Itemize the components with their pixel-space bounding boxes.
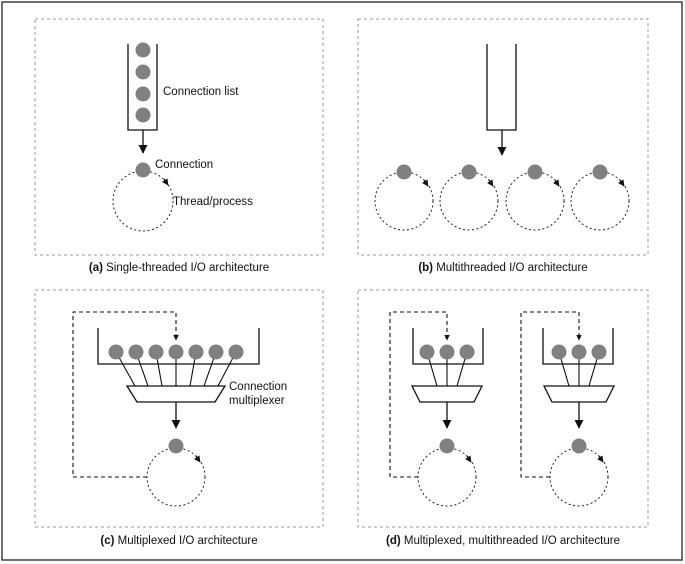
connection-ball xyxy=(135,107,151,123)
connection-ball xyxy=(168,344,184,360)
multiplexer-label-line1: Connection xyxy=(229,381,287,393)
active-connection-ball xyxy=(439,438,455,454)
connection-ball xyxy=(461,164,477,180)
feedback-path xyxy=(389,311,450,478)
connection-list-container xyxy=(412,328,484,365)
active-connection-ball xyxy=(168,438,184,454)
caption-d-text: Multiplexed, multithreaded I/O architect… xyxy=(401,535,620,547)
thread-loop-arrow xyxy=(194,455,201,463)
thread-loop-arrow xyxy=(162,178,169,186)
connection-ball xyxy=(128,344,144,360)
caption-a-text: Single-threaded I/O architecture xyxy=(103,262,269,274)
connection-ball xyxy=(571,344,587,360)
caption-d: (d) Multiplexed, multithreaded I/O archi… xyxy=(386,535,620,547)
connection-ball xyxy=(419,344,435,360)
panel-d: (d) Multiplexed, multithreaded I/O archi… xyxy=(357,289,649,547)
caption-b: (b) Multithreaded I/O architecture xyxy=(418,262,587,274)
connection-ball xyxy=(208,344,224,360)
connection-multiplexer xyxy=(125,385,227,403)
thread-loop-arrow xyxy=(618,179,625,187)
connection-list-label: Connection list xyxy=(163,86,239,98)
caption-b-text: Multithreaded I/O architecture xyxy=(433,262,588,274)
thread-process-label: Thread/process xyxy=(173,196,253,208)
caption-c-text: Multiplexed I/O architecture xyxy=(114,535,257,547)
connection-ball xyxy=(396,164,412,180)
connection-ball xyxy=(148,344,164,360)
connection-label: Connection xyxy=(155,159,213,171)
connection-list-container xyxy=(97,328,260,365)
active-connection-ball xyxy=(135,162,151,178)
caption-a: (a) Single-threaded I/O architecture xyxy=(89,262,269,274)
panel-b: (b) Multithreaded I/O architecture xyxy=(357,18,649,274)
connection-ball xyxy=(135,86,151,102)
connection-list-container xyxy=(486,44,517,131)
connection-ball xyxy=(135,64,151,80)
thread-loop-arrow xyxy=(422,179,429,187)
multiplexer-label-line2: multiplexer xyxy=(229,395,285,407)
connection-multiplexer xyxy=(410,385,484,403)
panel-d-border xyxy=(357,289,649,528)
caption-c-letter: (c) xyxy=(100,535,114,547)
panel-a-border xyxy=(34,18,324,256)
connection-ball xyxy=(459,344,475,360)
thread-loop-arrow xyxy=(597,455,604,463)
connection-ball xyxy=(228,344,244,360)
panel-c: Connection multiplexer (c) Multiplexed I… xyxy=(34,289,324,547)
panel-a: Connection list Connection Thread/proces… xyxy=(34,18,324,274)
connection-list-container xyxy=(542,328,614,365)
caption-b-letter: (b) xyxy=(418,262,433,274)
connection-ball xyxy=(551,344,567,360)
connection-multiplexer xyxy=(542,385,616,403)
thread-loop-arrow xyxy=(465,455,472,463)
panel-c-border xyxy=(34,289,324,528)
active-connection-ball xyxy=(571,438,587,454)
thread-loop-arrow xyxy=(553,179,560,187)
caption-c: (c) Multiplexed I/O architecture xyxy=(100,535,257,547)
connection-ball xyxy=(188,344,204,360)
connection-ball xyxy=(108,344,124,360)
connection-ball xyxy=(135,42,151,58)
connection-ball xyxy=(527,164,543,180)
connection-ball xyxy=(591,344,607,360)
feedback-path xyxy=(72,311,179,478)
caption-a-letter: (a) xyxy=(89,262,103,274)
thread-loop-arrow xyxy=(487,179,494,187)
feedback-path xyxy=(520,311,582,478)
panel-b-border xyxy=(357,18,649,256)
caption-d-letter: (d) xyxy=(386,535,401,547)
connection-ball xyxy=(439,344,455,360)
connection-ball xyxy=(592,164,608,180)
